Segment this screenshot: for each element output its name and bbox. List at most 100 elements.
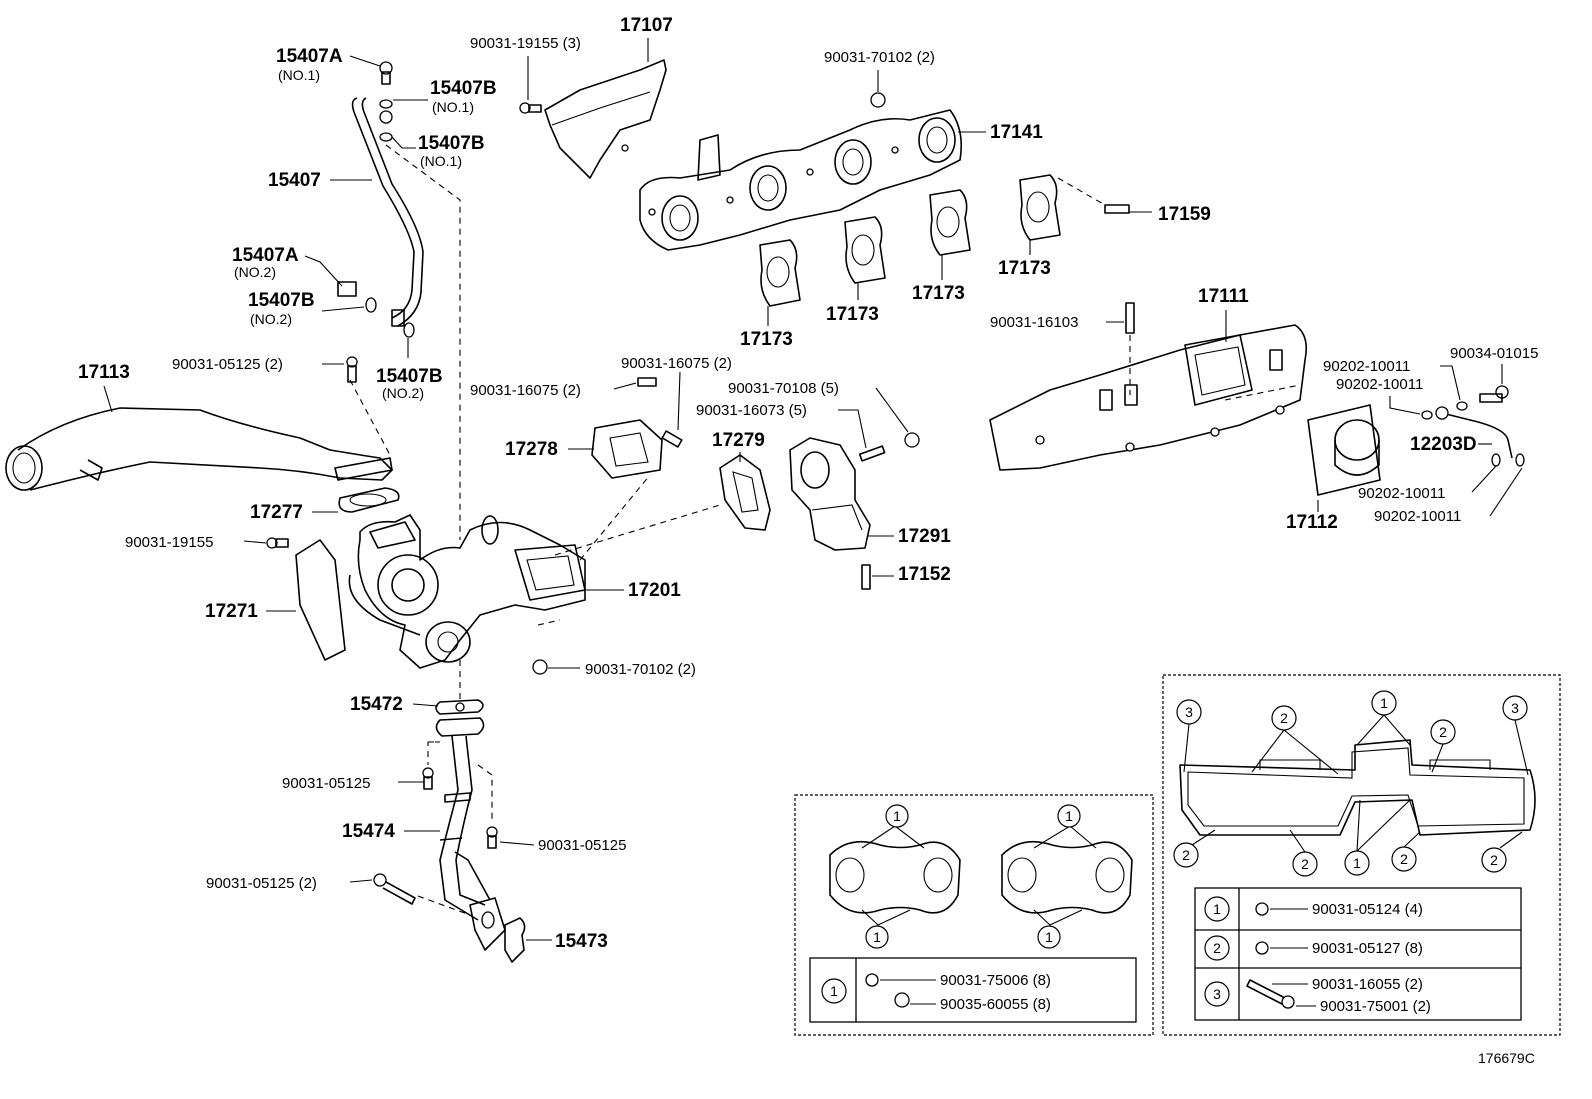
part-number-90031-70108: 90031-70108 (5) [728,380,839,397]
bolt-icon [1255,902,1269,916]
bolt-icon [422,767,434,790]
intake-pipe [5,407,393,491]
gasket-15473 [504,917,526,963]
bolt-icon [266,537,278,549]
part-number-17277: 17277 [250,502,303,523]
part-number-17271: 17271 [205,601,258,622]
heat-insulator-17107 [544,59,667,179]
exhaust-gasket [929,189,971,256]
part-number-90031-05125: 90031-05125 [282,775,370,792]
inset-part-number: 90031-05124 (4) [1312,901,1423,918]
svg-text:(NO.1): (NO.1) [278,67,320,83]
inset-part-number: 90031-05127 (8) [1312,940,1423,957]
part-number-90202-10011: 90202-10011 [1323,358,1410,375]
bolt-icon [373,873,416,905]
part-number-15407A: 15407A [276,46,343,67]
part-number-90034-01015: 90034-01015 [1450,345,1538,362]
gasket-17278 [591,419,663,479]
cover-17112 [1307,404,1381,496]
exhaust-elbow-17291 [789,437,871,551]
heat-insulator-17271 [295,539,346,661]
svg-text:2: 2 [1490,852,1498,868]
part-number-15407B: 15407B [418,133,485,154]
gasket-icon [365,297,377,313]
part-number-90031-16075: 90031-16075 (2) [470,382,581,399]
svg-text:2: 2 [1182,847,1190,863]
union-bolt-icon [1479,385,1509,403]
oil-drain-pipe [435,717,506,951]
part-number-15473: 15473 [555,931,608,952]
intake-manifold [989,324,1308,471]
svg-text:2: 2 [1280,710,1288,726]
svg-text:2: 2 [1439,724,1447,740]
nut-icon [870,92,886,108]
inset-part-number: 90035-60055 (8) [940,996,1051,1013]
stud-icon [1104,204,1130,214]
svg-text:1: 1 [1213,901,1221,917]
part-number-90031-16073: 90031-16073 (5) [696,402,807,419]
svg-text:(NO.2): (NO.2) [234,264,276,280]
svg-text:2: 2 [1301,856,1309,872]
stud-icon [661,430,683,448]
part-number-17112: 17112 [1286,512,1338,533]
part-number-90202-10011: 90202-10011 [1336,376,1423,393]
gasket-icon [379,99,393,109]
nut-icon [894,992,910,1008]
union-bolt-icon [379,61,393,75]
union-bolt-icon [337,281,357,297]
part-number-17173: 17173 [912,283,965,304]
part-number-17201: 17201 [628,580,681,601]
part-number-90031-19155: 90031-19155 (3) [470,35,581,52]
svg-text:1: 1 [1045,929,1053,945]
svg-text:1: 1 [873,929,881,945]
inset-part-number: 90031-75006 (8) [940,972,1051,989]
exhaust-gasket [844,216,886,284]
vacuum-hose [1421,401,1525,467]
svg-text:1: 1 [1065,808,1073,824]
gasket-17279 [719,454,771,531]
svg-text:(NO.1): (NO.1) [420,153,462,169]
part-number-15474: 15474 [342,821,395,842]
gasket-17277 [338,487,400,513]
oil-feed-pipe [337,61,424,338]
inset-part-number: 90031-16055 (2) [1312,976,1423,993]
part-number-15407B: 15407B [248,290,315,311]
svg-text:(NO.2): (NO.2) [250,311,292,327]
stud-icon [858,445,886,462]
stud-icon [861,564,871,590]
gasket-15472 [435,699,484,715]
exhaust-gasket-bolt-inset: 1 1 1 1 1 90031-75006 (8) 90035-60055 (8… [794,794,1154,1036]
part-number-17113: 17113 [78,362,130,383]
nut-icon [532,659,548,675]
stud-icon [1125,302,1135,334]
part-number-17173: 17173 [998,258,1051,279]
stud-icon [637,377,657,387]
part-number-17159: 17159 [1158,204,1211,225]
part-number-15407B: 15407B [376,366,443,387]
exhaust-gasket [759,239,801,307]
intake-gasket-bolt-inset: 3 2 1 2 3 2 2 1 2 2 1 9 [1162,674,1561,1036]
part-number-90031-19155: 90031-19155 [125,534,213,551]
exhaust-manifold [639,109,963,251]
part-number-15407B: 15407B [430,78,497,99]
part-number-90031-16103: 90031-16103 [990,314,1078,331]
nut-icon [1281,995,1295,1009]
part-number-17173: 17173 [826,304,879,325]
part-number-17111: 17111 [1198,286,1249,307]
svg-text:1: 1 [830,983,838,999]
part-number-17278: 17278 [505,439,558,460]
svg-text:3: 3 [1511,700,1519,716]
gasket-icon [403,322,415,338]
turbocharger [348,514,586,669]
part-number-17173: 17173 [740,329,793,350]
svg-text:1: 1 [1380,695,1388,711]
exhaust-gasket [1019,174,1061,241]
part-number-17107: 17107 [620,15,673,36]
inset-part-number: 90031-75001 (2) [1320,998,1431,1015]
part-number-90031-16075: 90031-16075 (2) [621,355,732,372]
part-number-17291: 17291 [898,526,951,547]
bolt-icon [486,826,498,849]
bolt-icon [519,102,542,114]
bolt-icon [346,356,358,383]
